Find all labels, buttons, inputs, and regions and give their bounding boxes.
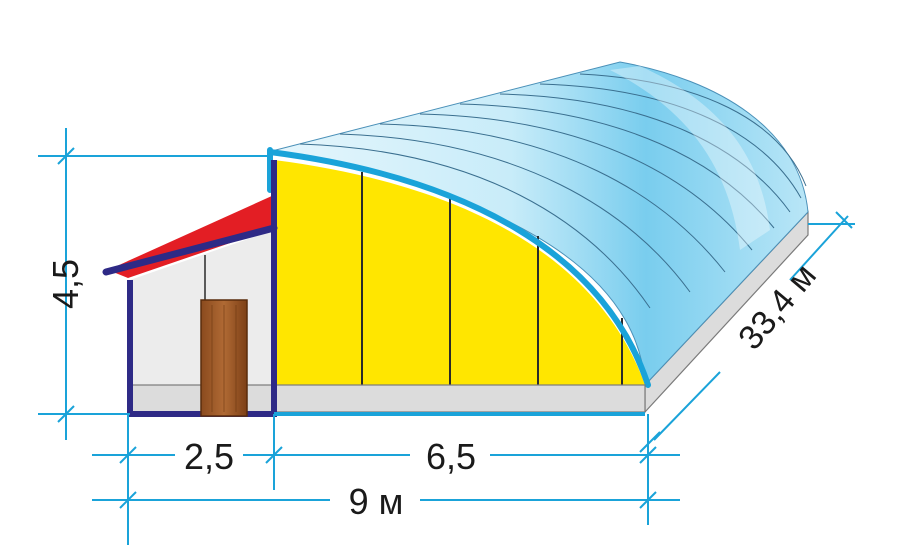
annex-width-label: 2,5 — [184, 436, 234, 477]
annex-fascia — [102, 224, 278, 276]
dimension-lines — [38, 128, 855, 545]
end-wall — [274, 160, 645, 385]
height-label: 4,5 — [45, 259, 86, 309]
roof-ribs — [299, 73, 807, 309]
roof-highlight — [610, 66, 770, 250]
door-wood-grain — [211, 305, 237, 412]
total-width-label: 9 м — [349, 481, 404, 522]
greenhouse-width-label: 6,5 — [426, 436, 476, 477]
end-wall-studs — [361, 172, 623, 385]
